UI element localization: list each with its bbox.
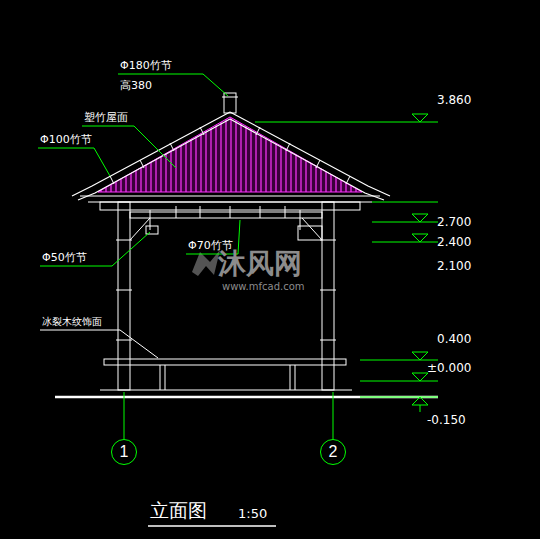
callout-text: 塑竹屋面 <box>84 112 128 125</box>
axis-number: 2 <box>329 443 338 461</box>
level-value: 0.400 <box>437 333 471 347</box>
beams <box>100 202 360 240</box>
level-value: 2.100 <box>437 260 471 274</box>
axis-bubble: 1 <box>111 439 137 465</box>
scale-text: 1:50 <box>238 507 267 522</box>
axis-number: 1 <box>120 443 129 461</box>
callout-text: Φ180竹节 <box>120 60 172 73</box>
callout-text: 高380 <box>120 80 152 93</box>
watermark: 沐风网 <box>218 248 302 280</box>
leader-lines <box>38 74 240 266</box>
roof-surface <box>98 117 362 192</box>
level-value: 3.860 <box>437 94 471 108</box>
drawing-title: 立面图 <box>150 500 207 522</box>
axis-bubble: 2 <box>320 439 346 465</box>
level-value: 2.400 <box>437 236 471 250</box>
roof-eaves <box>72 112 390 202</box>
roof-bamboo-nodes <box>110 127 350 184</box>
bench <box>104 359 346 390</box>
level-value: 2.700 <box>437 216 471 230</box>
level-value: ±0.000 <box>427 362 471 376</box>
level-value: -0.150 <box>427 414 466 428</box>
callout-text: Φ50竹节 <box>42 252 87 265</box>
callout-text: 冰裂木纹饰面 <box>42 316 102 328</box>
callout-text: Φ100竹节 <box>40 134 92 147</box>
columns <box>116 202 336 390</box>
watermark: www.mfcad.com <box>222 281 305 293</box>
